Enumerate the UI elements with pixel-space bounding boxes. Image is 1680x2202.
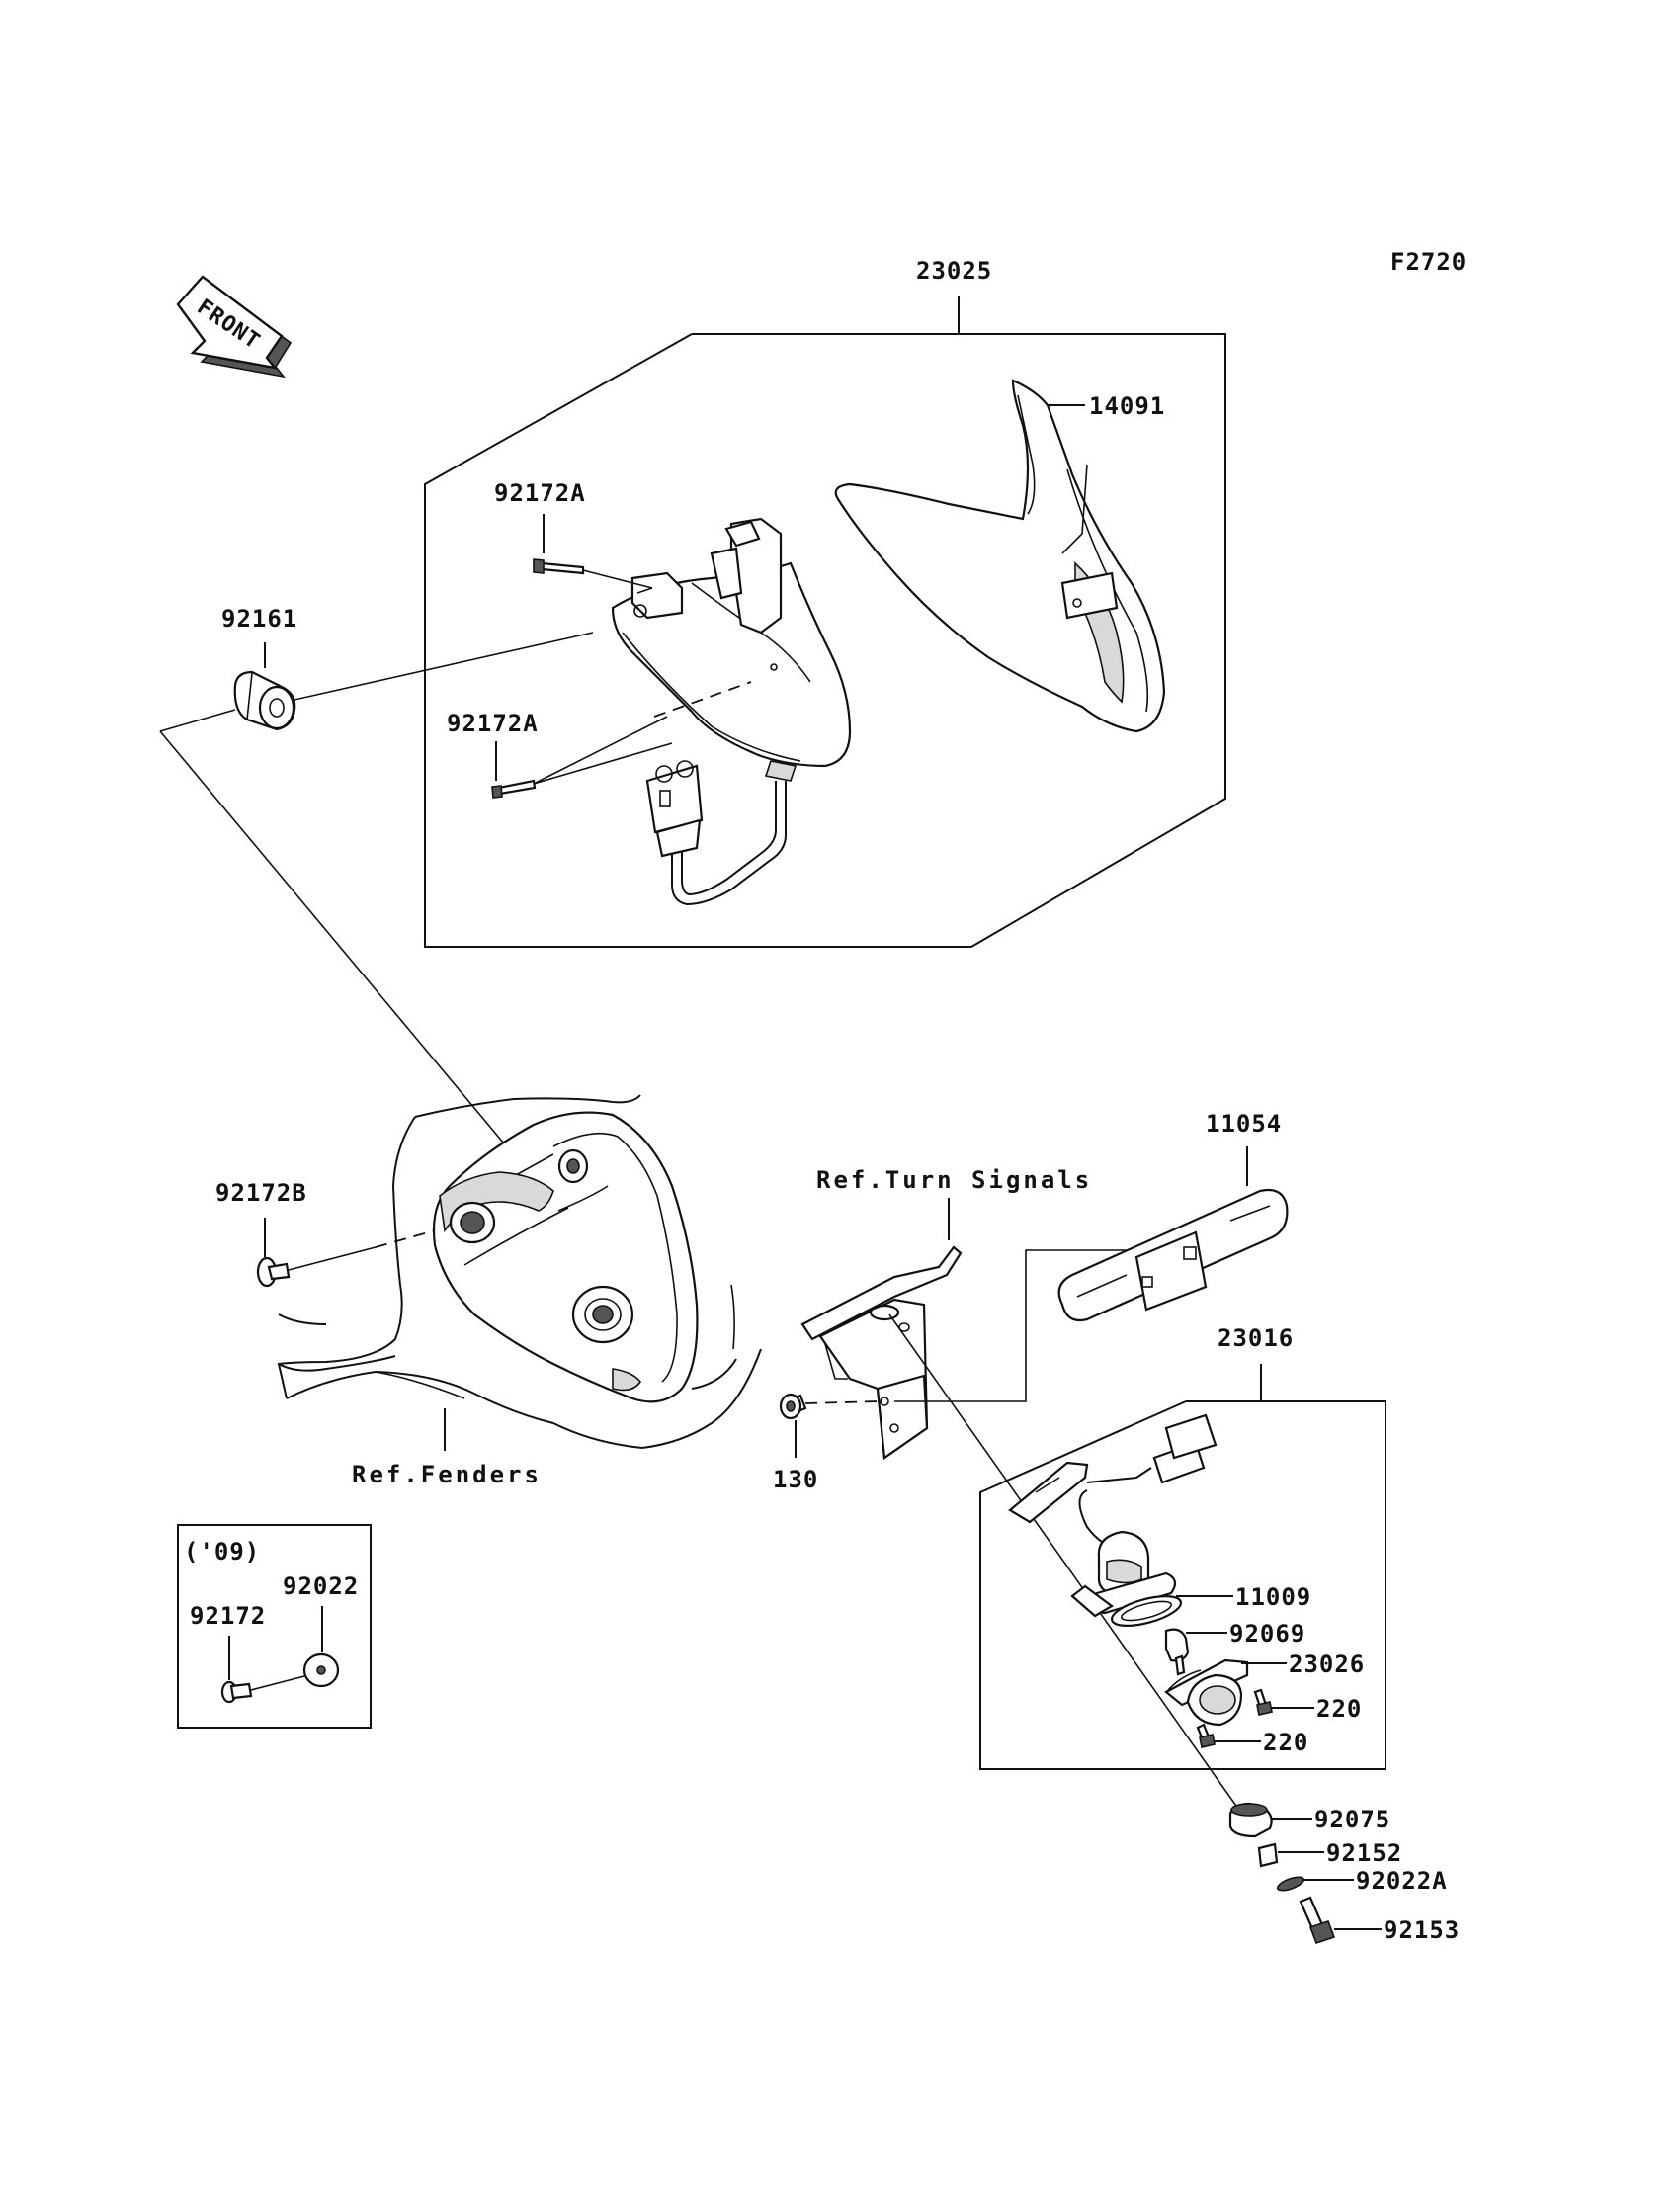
screw-92172	[220, 1675, 305, 1704]
part-label-92152: 92152	[1326, 1839, 1402, 1867]
inset-year-label: ('09)	[184, 1538, 260, 1566]
bracket-11054-line	[894, 1249, 1134, 1402]
part-label-92172B: 92172B	[215, 1179, 307, 1207]
part-label-92161: 92161	[221, 605, 297, 633]
ref-turn-signals: Ref.Turn Signals	[816, 1166, 1092, 1194]
grommet-92161	[233, 670, 296, 731]
part-label-92075: 92075	[1314, 1806, 1390, 1833]
ref-fenders: Ref.Fenders	[352, 1461, 542, 1488]
gasket-11009	[1110, 1595, 1183, 1627]
license-bracket	[800, 1245, 963, 1460]
screw-92172A-top	[533, 558, 653, 594]
part-label-11054: 11054	[1206, 1110, 1282, 1138]
part-label-92022: 92022	[283, 1572, 359, 1600]
part-label-11009: 11009	[1235, 1583, 1311, 1611]
bracket-hardware-line	[888, 1313, 1246, 1820]
front-arrow-icon: FRONT	[176, 275, 293, 379]
figure-code: F2720	[1390, 248, 1467, 276]
part-label-92172A-top: 92172A	[494, 479, 586, 507]
part-label-130: 130	[773, 1466, 818, 1493]
part-label-14091: 14091	[1089, 392, 1165, 420]
part-label-92172A-bottom: 92172A	[447, 710, 539, 737]
license-light-assembly-box	[979, 1364, 1386, 1770]
washer-92022	[302, 1652, 340, 1688]
plate-11054	[1057, 1188, 1289, 1322]
grommet-fender-line	[159, 730, 520, 1162]
part-label-23026: 23026	[1289, 1651, 1365, 1678]
housing-dashed-line	[653, 681, 752, 718]
screw-92172B	[256, 1229, 436, 1288]
screw-92172A-bottom	[491, 716, 673, 799]
grommet-left-line	[159, 709, 236, 732]
part-label-220-b: 220	[1263, 1729, 1308, 1756]
part-label-92022A: 92022A	[1356, 1867, 1448, 1895]
lens-23026	[1164, 1658, 1249, 1727]
license-light-housing	[1008, 1413, 1218, 1618]
part-label-92069: 92069	[1229, 1620, 1305, 1648]
grommet-housing-line	[294, 632, 594, 701]
screw-220-a	[1253, 1688, 1273, 1716]
bolt-92153	[1299, 1896, 1336, 1945]
tail-light-lens	[834, 379, 1166, 733]
washer-92022A	[1276, 1876, 1305, 1892]
tail-light-housing	[611, 517, 852, 906]
part-label-23025: 23025	[916, 257, 992, 285]
bolt-130	[779, 1393, 889, 1420]
collar-92152	[1257, 1842, 1279, 1868]
part-label-23016: 23016	[1218, 1324, 1294, 1352]
inset-box-09	[177, 1524, 372, 1729]
part-label-92172: 92172	[190, 1602, 266, 1630]
screw-220-b	[1196, 1723, 1216, 1748]
bulb-92069	[1164, 1628, 1190, 1676]
tail-light-assembly-box	[424, 296, 1226, 948]
part-label-220-a: 220	[1316, 1695, 1362, 1723]
part-label-92153: 92153	[1384, 1916, 1460, 1944]
rear-fender	[277, 1094, 762, 1450]
damper-92075	[1228, 1802, 1273, 1838]
